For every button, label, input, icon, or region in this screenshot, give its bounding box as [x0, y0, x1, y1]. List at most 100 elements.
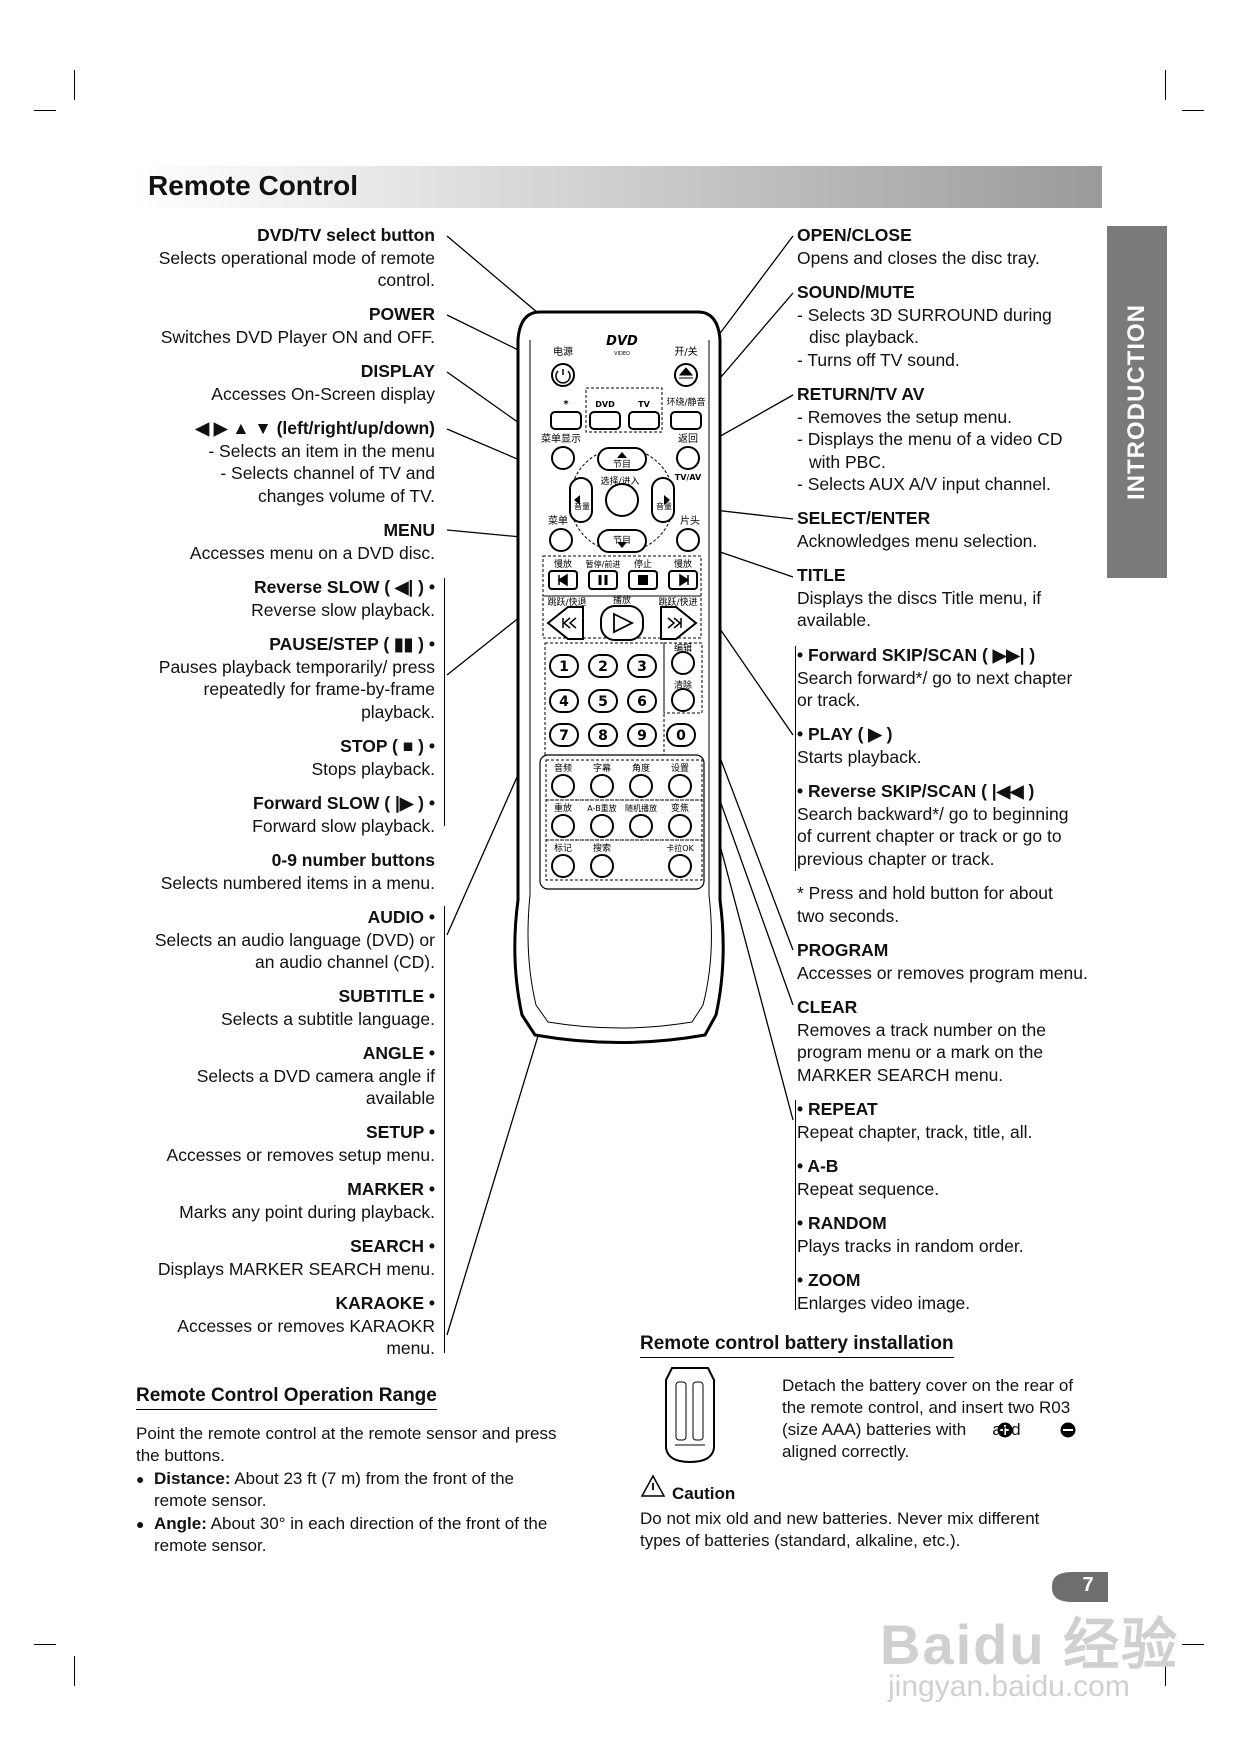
svg-text:菜单: 菜单: [548, 515, 568, 527]
svg-text:跳跃/快进: 跳跃/快进: [658, 596, 697, 608]
svg-text:4: 4: [559, 694, 569, 710]
svg-text:音量: 音量: [656, 501, 672, 511]
legend-random: • RANDOM Plays tracks in random order.: [797, 1213, 1024, 1256]
crop-mark: [1165, 1656, 1166, 1686]
legend-power: POWER Switches DVD Player ON and OFF.: [160, 304, 435, 347]
svg-text:清除: 清除: [674, 679, 692, 691]
legend-clear: CLEAR Removes a track number on the prog…: [797, 997, 1047, 1085]
svg-text:菜单显示: 菜单显示: [541, 433, 581, 445]
svg-text:7: 7: [559, 728, 569, 744]
dvd-logo-sub: VIDEO: [614, 351, 630, 357]
side-tab-label: INTRODUCTION: [1123, 304, 1150, 500]
legend-arrows: ◀ ▶ ▲ ▼ (left/right/up/down) - Selects a…: [195, 418, 435, 506]
svg-text:6: 6: [637, 694, 647, 710]
svg-text:5: 5: [598, 694, 608, 710]
svg-text:返回: 返回: [678, 433, 698, 445]
crop-mark: [34, 110, 56, 111]
page-number: 7: [1082, 1574, 1094, 1596]
svg-text:TV: TV: [638, 400, 650, 409]
legend-program: PROGRAM Accesses or removes program menu…: [797, 940, 1088, 983]
svg-text:重放: 重放: [554, 802, 572, 814]
dvd-logo: DVD: [606, 334, 638, 349]
legend-marker: MARKER • Marks any point during playback…: [179, 1179, 435, 1222]
svg-text:音量: 音量: [574, 501, 590, 511]
legend-subtitle: SUBTITLE • Selects a subtitle language.: [220, 986, 435, 1029]
svg-text:随机播放: 随机播放: [625, 803, 657, 813]
battery-title: Remote control battery installation: [640, 1333, 954, 1358]
svg-text:1: 1: [559, 659, 569, 675]
warning-icon: [640, 1474, 666, 1497]
legend-play: • PLAY ( ▶ ) Starts playback.: [797, 724, 922, 767]
svg-text:DVD: DVD: [595, 400, 615, 409]
svg-text:字幕: 字幕: [593, 762, 611, 774]
svg-text:片头: 片头: [680, 514, 700, 527]
legend-repeat: • REPEAT Repeat chapter, track, title, a…: [797, 1099, 1033, 1142]
caution-title: Caution: [672, 1484, 736, 1503]
svg-text:慢放: 慢放: [554, 558, 572, 570]
legend-return-tvav: RETURN/TV AV - Removes the setup menu. -…: [797, 384, 1063, 494]
legend-audio: AUDIO • Selects an audio language (DVD) …: [154, 907, 435, 972]
legend-angle: ANGLE • Selects a DVD camera angle if av…: [196, 1043, 435, 1108]
svg-text:0: 0: [676, 728, 686, 744]
operation-range-intro: Point the remote control at the remote s…: [136, 1424, 557, 1465]
legend-forward-slow: Forward SLOW ( |▶ ) • Forward slow playb…: [252, 793, 435, 836]
crop-mark: [1182, 110, 1204, 111]
legend-number-buttons: 0-9 number buttons Selects numbered item…: [160, 850, 435, 893]
crop-mark: [74, 1656, 75, 1686]
svg-text:8: 8: [598, 728, 608, 744]
legend-open-close: OPEN/CLOSE Opens and closes the disc tra…: [797, 225, 1040, 268]
operation-range-title: Remote Control Operation Range: [136, 1385, 437, 1410]
legend-title: TITLE Displays the discs Title menu, if …: [797, 565, 1042, 630]
caution-text: Do not mix old and new batteries. Never …: [640, 1509, 1040, 1550]
svg-text:编辑: 编辑: [674, 642, 692, 654]
svg-text:3: 3: [637, 659, 647, 675]
svg-text:标记: 标记: [554, 842, 572, 854]
crop-mark: [74, 70, 75, 100]
legend-ab: • A-B Repeat sequence.: [797, 1156, 940, 1199]
svg-text:卡拉OK: 卡拉OK: [666, 843, 694, 853]
legend-zoom: • ZOOM Enlarges video image.: [797, 1270, 971, 1313]
svg-text:A-B重放: A-B重放: [587, 803, 616, 813]
svg-text:音频: 音频: [554, 762, 572, 774]
svg-text:播放: 播放: [613, 594, 631, 606]
watermark-url: jingyan.baidu.com: [888, 1670, 1130, 1703]
legend-select-enter: SELECT/ENTER Acknowledges menu selection…: [797, 508, 1038, 551]
angle-bullet: Angle: About 30° in each direction of th…: [136, 1513, 614, 1557]
legend-display: DISPLAY Accesses On-Screen display: [211, 361, 435, 404]
svg-text:*: *: [563, 399, 569, 410]
battery-illustration: [665, 1367, 715, 1464]
crop-mark: [1165, 70, 1166, 100]
side-tab: INTRODUCTION: [1107, 226, 1167, 578]
legend-search: SEARCH • Displays MARKER SEARCH menu.: [157, 1236, 435, 1279]
legend-dvd-tv: DVD/TV select button Selects operational…: [158, 225, 435, 290]
svg-text:设置: 设置: [671, 763, 689, 774]
legend-menu: MENU Accesses menu on a DVD disc.: [189, 520, 435, 563]
legend-reverse-slow: Reverse SLOW ( ◀| ) • Reverse slow playb…: [251, 577, 435, 620]
legend-setup: SETUP • Accesses or removes setup menu.: [166, 1122, 435, 1165]
svg-text:角度: 角度: [632, 762, 650, 774]
legend-forward-skip: • Forward SKIP/SCAN ( ▶▶| ) Search forwa…: [797, 645, 1073, 710]
legend-reverse-skip: • Reverse SKIP/SCAN ( |◀◀ ) Search backw…: [797, 781, 1069, 869]
svg-text:TV/AV: TV/AV: [675, 473, 702, 482]
svg-text:9: 9: [637, 728, 647, 744]
section-header: Remote Control: [132, 166, 1102, 208]
bracket-line: [795, 1100, 796, 1310]
legend-pause-step: PAUSE/STEP ( ▮▮ ) • Pauses playback temp…: [158, 634, 435, 722]
page-title: Remote Control: [148, 170, 358, 201]
svg-text:环绕/静音: 环绕/静音: [666, 396, 705, 408]
watermark: Baidu 经验: [880, 1613, 1180, 1676]
distance-bullet: Distance: About 23 ft (7 m) from the fro…: [136, 1468, 614, 1512]
remote-label-power: 电源: [553, 345, 573, 358]
legend-sound-mute: SOUND/MUTE - Selects 3D SURROUND during …: [797, 282, 1052, 370]
bracket-line: [444, 578, 445, 826]
svg-text:节目: 节目: [613, 459, 631, 470]
svg-text:节目: 节目: [613, 535, 631, 546]
legend-stop: STOP ( ■ ) • Stops playback.: [311, 736, 435, 779]
bracket-line: [795, 646, 796, 871]
legend-karaoke: KARAOKE • Accesses or removes KARAOKR me…: [177, 1293, 435, 1358]
svg-text:慢放: 慢放: [674, 558, 692, 570]
crop-mark: [1182, 1644, 1204, 1645]
svg-text:变焦: 变焦: [671, 802, 689, 814]
battery-text: Detach the battery cover on the rear of …: [782, 1376, 1074, 1461]
svg-text:2: 2: [598, 659, 608, 675]
